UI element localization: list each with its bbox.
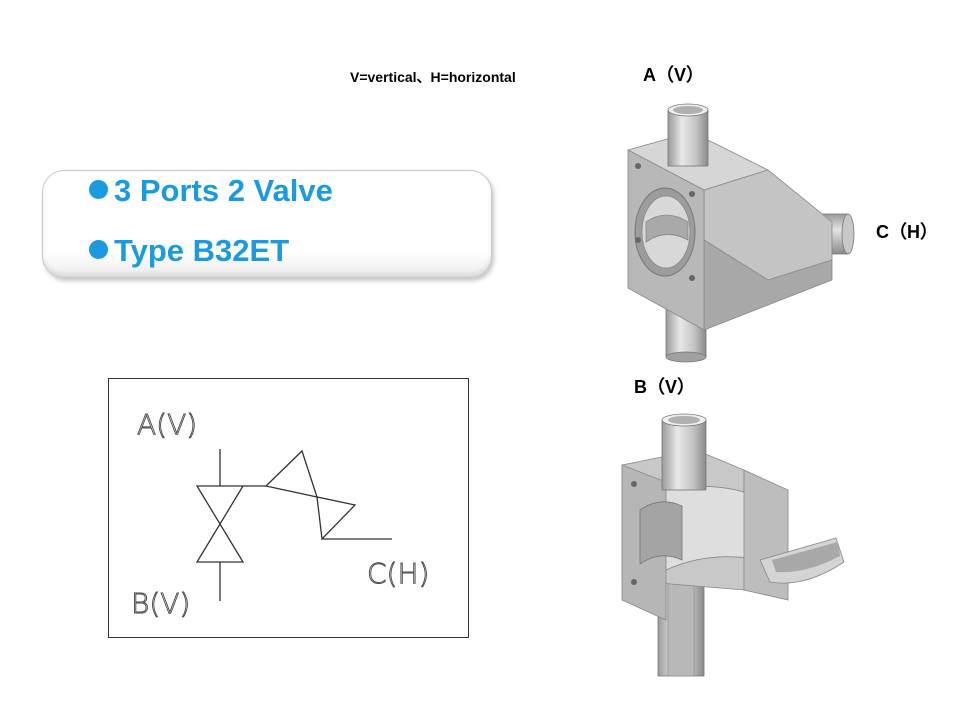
title-box: 3 Ports 2 Valve Type B32ET [42, 170, 492, 278]
legend-text: V=vertical、H=horizontal [350, 69, 516, 85]
valve-triangle-c-2 [316, 496, 357, 541]
valve-symbol-svg: A(V) B(V) C(H) [131, 408, 430, 621]
title-line-2: Type B32ET [89, 233, 289, 269]
bullet-dot-icon [89, 180, 108, 199]
port-label-b: B（V） [634, 377, 696, 397]
title-text-2: Type B32ET [114, 233, 290, 268]
bullet-dot-icon [89, 240, 108, 259]
symbol-label-c: C(H) [367, 557, 429, 590]
valve-3d-render-assembled [626, 103, 855, 363]
valve-triangle-c-1 [264, 449, 318, 498]
port-label-a-top: A（V） [643, 65, 705, 85]
port-label-c: C（H） [876, 222, 938, 242]
title-line-1: 3 Ports 2 Valve [89, 173, 333, 209]
valve-symbol-diagram: A(V) B(V) C(H) [108, 378, 469, 638]
valve-3d-render-cutaway [621, 413, 845, 677]
symbol-label-a: A(V) [137, 408, 197, 441]
title-text-1: 3 Ports 2 Valve [114, 173, 333, 208]
symbol-label-b: B(V) [131, 587, 190, 620]
valve-triangle-lower [195, 522, 245, 563]
valve-triangle-upper [195, 485, 245, 526]
